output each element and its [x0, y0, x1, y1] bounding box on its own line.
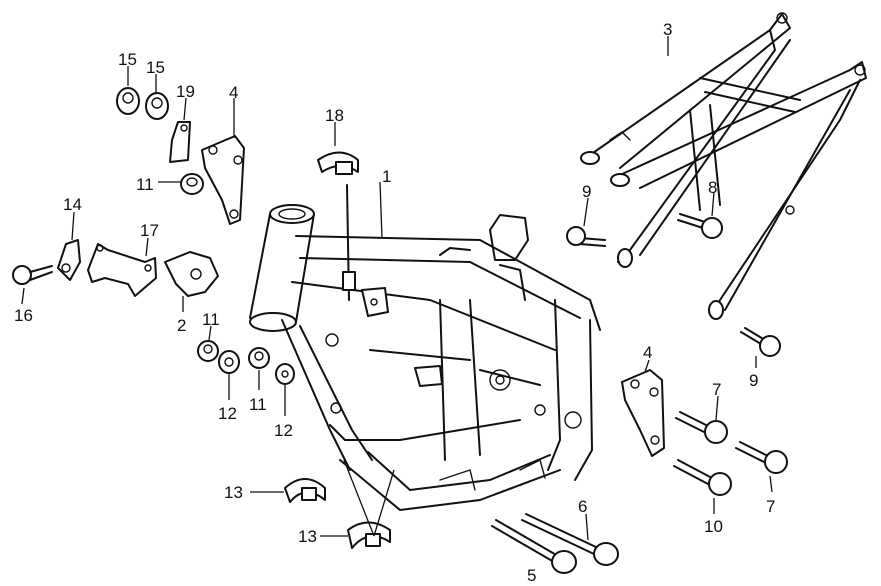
- callout-13-upper: 13: [224, 483, 243, 502]
- callout-6: 6: [578, 497, 587, 516]
- callout-10: 10: [704, 517, 723, 536]
- bolt-7b: [735, 441, 788, 474]
- callout-18: 18: [325, 106, 344, 125]
- callout-16: 16: [14, 306, 33, 325]
- nut-11-lower-b: [248, 347, 270, 369]
- washer-12a: [218, 350, 240, 374]
- nut-11-upper: [158, 173, 204, 195]
- rear-subframe: [580, 12, 867, 320]
- clip-19: [169, 121, 191, 163]
- holder-14: [57, 239, 81, 281]
- callout-4-upper: 4: [229, 83, 238, 102]
- callout-5: 5: [527, 566, 536, 581]
- nut-15b: [145, 92, 169, 120]
- callout-15-right: 15: [146, 58, 165, 77]
- washer-12b: [275, 363, 295, 385]
- main-frame: [249, 184, 601, 511]
- callout-13-lower: 13: [298, 527, 317, 546]
- clamp-13b: [347, 521, 391, 549]
- bolt-16: [12, 265, 53, 285]
- callout-12-right: 12: [274, 421, 293, 440]
- nut-11-lower-a: [197, 340, 219, 362]
- callout-3: 3: [663, 20, 672, 39]
- callout-2: 2: [177, 316, 186, 335]
- bolt-10: [673, 459, 732, 496]
- callout-8: 8: [708, 178, 717, 197]
- nut-15a: [116, 87, 140, 115]
- bolt-5: [491, 519, 577, 574]
- bolt-7a: [675, 411, 728, 444]
- callout-9-upper: 9: [582, 182, 591, 201]
- callout-7-upper: 7: [712, 380, 721, 399]
- bolt-8: [677, 213, 723, 239]
- callout-4-lower: 4: [643, 343, 652, 362]
- callout-7-lower: 7: [766, 497, 775, 516]
- bracket-4-upper: [201, 135, 245, 225]
- callout-11-lower-left: 11: [202, 310, 220, 329]
- clamp-13a: [284, 478, 326, 503]
- bracket-2: [164, 251, 219, 297]
- callout-11-lower-right: 11: [249, 395, 267, 414]
- bolt-6: [521, 513, 619, 566]
- leader-lines: [21, 36, 773, 541]
- callout-15-left: 15: [118, 50, 137, 69]
- callout-19: 19: [176, 82, 195, 101]
- bracket-17: [87, 243, 157, 297]
- callout-17: 17: [140, 221, 159, 240]
- callout-11-upper: 11: [136, 175, 154, 194]
- callout-9-lower: 9: [749, 371, 758, 390]
- bracket-4-lower: [621, 369, 665, 457]
- bolt-9-upper: [566, 226, 606, 247]
- callout-12-left: 12: [218, 404, 237, 423]
- bolt-9-lower: [740, 327, 781, 357]
- callout-numbers: 1 2 3 4 4 5 6 7 7 8 9 9 10 11 11 11 12 1…: [14, 20, 775, 585]
- clamp-18: [317, 151, 359, 175]
- callout-1: 1: [382, 167, 391, 186]
- callout-14: 14: [63, 195, 82, 214]
